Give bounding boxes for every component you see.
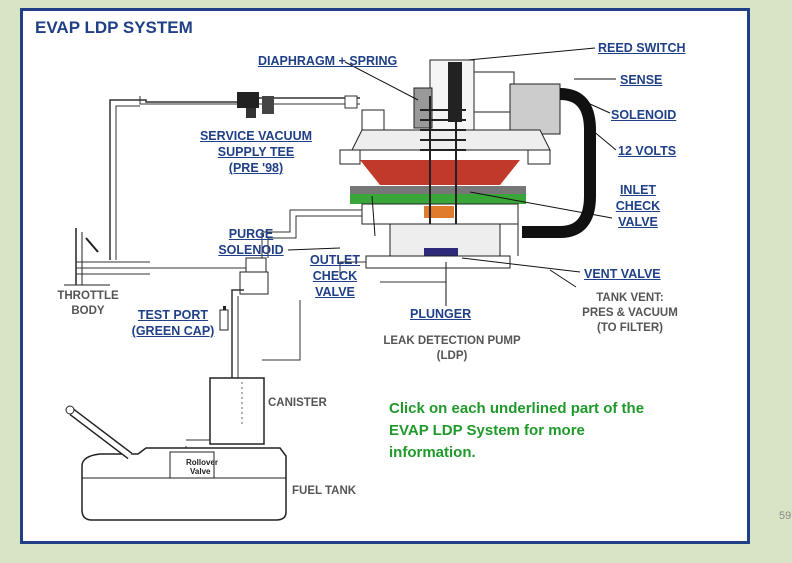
canister-icon xyxy=(185,300,301,450)
purge-line-2[interactable]: SOLENOID xyxy=(218,243,284,257)
inlet-check-line-2[interactable]: CHECK xyxy=(615,199,661,213)
test-port-link[interactable]: TEST PORT (GREEN CAP) xyxy=(122,307,224,339)
ldp-line-2: (LDP) xyxy=(436,350,468,362)
reed-switch-link[interactable]: REED SWITCH xyxy=(598,41,686,55)
instruction-line-1: Click on each underlined part of the xyxy=(389,400,645,417)
twelve-volts-link[interactable]: 12 VOLTS xyxy=(618,144,677,158)
throttle-body-icon xyxy=(64,228,150,286)
tank-vent-label: TANK VENT: PRES & VACUUM (TO FILTER) xyxy=(568,291,692,336)
purge-solenoid-icon xyxy=(150,257,269,378)
leader-lines xyxy=(287,47,617,306)
tank-vent-line-2: PRES & VACUUM xyxy=(582,307,678,319)
inlet-check-valve-link[interactable]: INLET CHECK VALVE xyxy=(610,182,666,230)
rollover-valve-label-1: Rollover xyxy=(186,458,218,467)
plunger-link[interactable]: PLUNGER xyxy=(410,307,472,321)
fuel-tank-label: FUEL TANK xyxy=(292,485,357,497)
throttle-line-2: BODY xyxy=(71,305,105,317)
throttle-body-label: THROTTLE BODY xyxy=(50,289,126,319)
service-tee-line-3[interactable]: (PRE '98) xyxy=(228,161,284,175)
test-port-icon xyxy=(219,306,229,331)
outlet-check-valve-link[interactable]: OUTLET CHECK VALVE xyxy=(302,252,368,300)
test-port-line-2[interactable]: (GREEN CAP) xyxy=(131,324,215,338)
ldp-pump-icon xyxy=(339,59,596,283)
outlet-line-1[interactable]: OUTLET xyxy=(310,253,360,267)
purge-solenoid-link[interactable]: PURGE SOLENOID xyxy=(212,226,290,258)
outlet-line-3[interactable]: VALVE xyxy=(315,285,355,299)
vent-valve-link[interactable]: VENT VALVE xyxy=(584,267,661,281)
instruction-line-3: information. xyxy=(389,444,476,461)
instruction-line-2: EVAP LDP System for more xyxy=(389,422,585,439)
fuel-tank-icon xyxy=(65,405,287,521)
page-number: 59 xyxy=(779,510,792,522)
service-tee-link[interactable]: SERVICE VACUUM SUPPLY TEE (PRE '98) xyxy=(192,128,320,176)
purge-line-1[interactable]: PURGE xyxy=(228,227,274,241)
diaphragm-spring-link[interactable]: DIAPHRAGM + SPRING xyxy=(258,54,398,68)
tank-vent-line-3: (TO FILTER) xyxy=(596,322,663,334)
page-title: EVAP LDP SYSTEM xyxy=(35,18,193,37)
ldp-label: LEAK DETECTION PUMP (LDP) xyxy=(370,334,534,364)
throttle-line-1: THROTTLE xyxy=(57,290,119,302)
service-tee-icon xyxy=(237,92,274,118)
solenoid-link[interactable]: SOLENOID xyxy=(611,108,677,122)
ldp-line-1: LEAK DETECTION PUMP xyxy=(383,335,521,347)
instruction-text: Click on each underlined part of the EVA… xyxy=(389,398,644,464)
canister-label: CANISTER xyxy=(268,397,327,409)
sense-link[interactable]: SENSE xyxy=(620,73,663,87)
service-tee-line-2[interactable]: SUPPLY TEE xyxy=(217,145,295,159)
inlet-check-line-1[interactable]: INLET xyxy=(619,183,657,197)
service-tee-line-1[interactable]: SERVICE VACUUM xyxy=(199,129,313,143)
inlet-check-line-3[interactable]: VALVE xyxy=(618,215,658,229)
outlet-line-2[interactable]: CHECK xyxy=(312,269,358,283)
tank-vent-line-1: TANK VENT: xyxy=(596,292,664,304)
test-port-line-1[interactable]: TEST PORT xyxy=(137,308,209,322)
rollover-valve-label-2: Valve xyxy=(190,467,211,476)
